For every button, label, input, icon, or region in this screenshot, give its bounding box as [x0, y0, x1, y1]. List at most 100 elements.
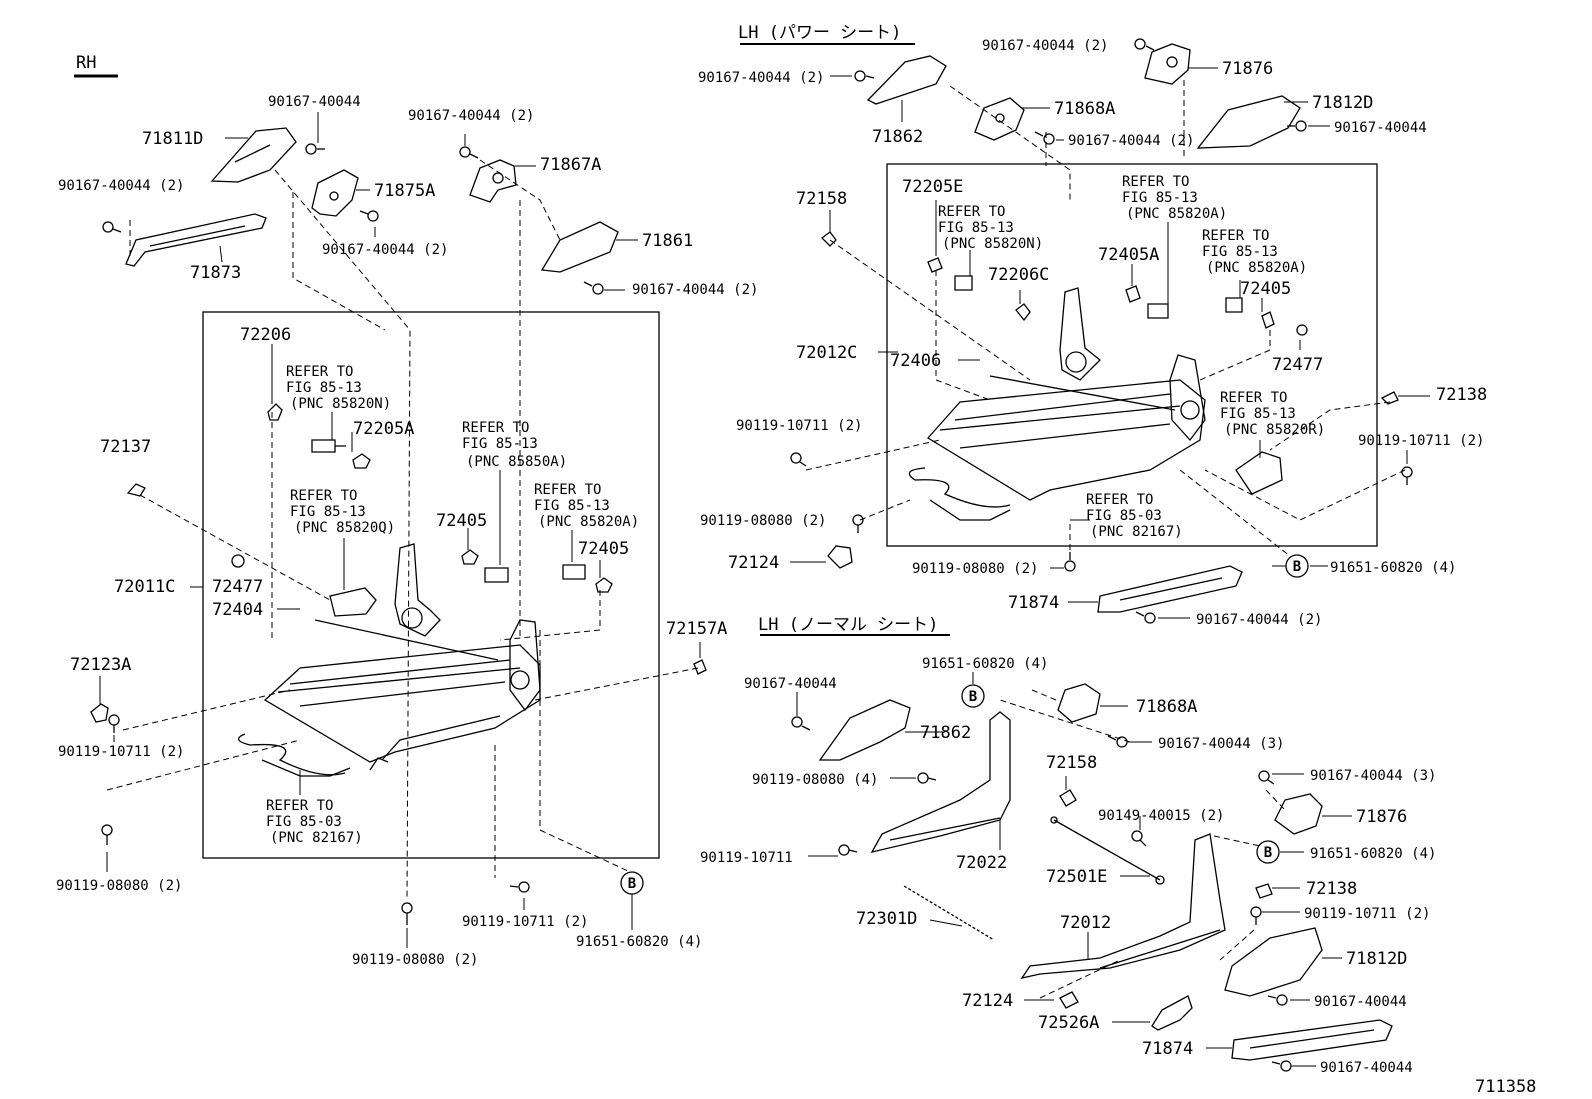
part-label: 72406	[890, 351, 941, 371]
part-label: 72012C	[796, 343, 857, 363]
bolt-label: 90119-10711 (2)	[1304, 906, 1430, 922]
refer-label: FIG 85-13	[290, 504, 366, 520]
bolt-label: 90119-10711	[700, 850, 793, 866]
refer-label: (PNC 85820Q)	[294, 520, 395, 536]
svg-text:B: B	[1293, 559, 1301, 575]
part-label: 72206	[240, 325, 291, 345]
lhp-part-72124	[827, 545, 853, 569]
svg-text:B: B	[969, 689, 977, 705]
refer-label: (PNC 85820A)	[1126, 206, 1227, 222]
lhn-clips	[1059, 789, 1273, 1009]
bolt-label: 90167-40044	[268, 94, 361, 110]
part-label: 71873	[190, 263, 241, 283]
part-label: 72022	[956, 853, 1007, 873]
lhn-part-71874	[1231, 1019, 1393, 1061]
refer-label: FIG 85-13	[462, 436, 538, 452]
lhn-part-72301D	[903, 885, 995, 941]
bolt-label: 90167-40044	[744, 676, 837, 692]
refer-label: FIG 85-13	[1220, 406, 1296, 422]
bolt-label: 90167-40044	[1320, 1060, 1413, 1076]
lhn-part-71812D	[1224, 927, 1323, 997]
refer-label: FIG 85-13	[534, 498, 610, 514]
refer-label: FIG 85-03	[266, 814, 342, 830]
refer-label: REFER TO	[1202, 228, 1269, 244]
refer-label: (PNC 85820N)	[942, 236, 1043, 252]
rh-part-71811D	[210, 127, 297, 183]
dashed-leaders	[106, 80, 1406, 999]
part-label: 72501E	[1046, 867, 1107, 887]
part-label: 72205A	[353, 419, 414, 439]
lh-power-title: LH (パワー シート)	[738, 23, 901, 43]
lhp-part-71868A	[974, 97, 1025, 141]
lhp-seat-track	[908, 287, 1283, 521]
rh-frame	[202, 311, 660, 859]
bolt-label: 90167-40044 (2)	[322, 242, 448, 258]
lhn-part-71862	[818, 699, 911, 761]
refer-label: REFER TO	[290, 488, 357, 504]
lhn-labels: 91651-60820 (4) 90167-40044 71862 71868A…	[700, 656, 1436, 1076]
part-label: 71812D	[1312, 93, 1373, 113]
refer-label: (PNC 82167)	[1090, 524, 1183, 540]
refer-label: FIG 85-13	[286, 380, 362, 396]
part-label: 72011C	[114, 577, 175, 597]
refer-label: (PNC 85850A)	[466, 454, 567, 470]
part-label: 71867A	[540, 155, 601, 175]
b-markers: B B B B	[628, 559, 1301, 892]
refer-label: REFER TO	[266, 798, 333, 814]
bolt-label: 90167-40044 (2)	[408, 108, 534, 124]
bolt-label: 90119-08080 (2)	[700, 513, 826, 529]
part-label: 71876	[1356, 807, 1407, 827]
part-label: 72137	[100, 437, 151, 457]
part-label: 72526A	[1038, 1013, 1099, 1033]
lhp-part-71812D	[1196, 95, 1301, 149]
refer-label: (PNC 85820A)	[538, 514, 639, 530]
lh-normal-title: LH (ノーマル シート)	[758, 615, 938, 635]
part-label: 72158	[796, 189, 847, 209]
lhp-part-71862	[866, 55, 947, 105]
part-label: 72405	[578, 539, 629, 559]
refer-label: REFER TO	[534, 482, 601, 498]
part-label: 72138	[1436, 385, 1487, 405]
bolt-label: 90167-40044 (2)	[982, 38, 1108, 54]
lhp-part-71876	[1144, 43, 1191, 85]
refer-label: REFER TO	[1086, 492, 1153, 508]
part-label: 72404	[212, 600, 263, 620]
part-label: 72124	[962, 991, 1013, 1011]
rh-seat-track	[238, 543, 541, 777]
part-label: 72405	[1240, 279, 1291, 299]
bolt-label: 91651-60820 (4)	[1330, 560, 1456, 576]
lhn-part-72012	[1020, 833, 1226, 979]
lhp-clips	[821, 231, 1399, 405]
lhp-labels: 90167-40044 (2) 90167-40044 (2) 71876 71…	[698, 38, 1487, 628]
bolt-label: 90167-40044	[1334, 120, 1427, 136]
part-label: 71876	[1222, 59, 1273, 79]
bolt-label: 90119-08080 (2)	[912, 561, 1038, 577]
bolt-label: 90149-40015 (2)	[1098, 808, 1224, 824]
svg-text:B: B	[1264, 845, 1272, 861]
bolt-label: 90119-08080 (4)	[752, 772, 878, 788]
lhn-bolts	[791, 684, 1292, 1072]
part-label: 72477	[1272, 355, 1323, 375]
part-label: 71862	[872, 127, 923, 147]
part-label: 72138	[1306, 879, 1357, 899]
refer-label: (PNC 85820R)	[1224, 422, 1325, 438]
solid-leaders	[99, 67, 1430, 1067]
bolt-label: 90167-40044 (2)	[632, 282, 758, 298]
svg-text:B: B	[628, 876, 636, 892]
lhn-part-71876	[1274, 793, 1323, 835]
bolt-label: 90167-40044	[1314, 994, 1407, 1010]
refer-label: (PNC 82167)	[270, 830, 363, 846]
part-label: 71811D	[142, 129, 203, 149]
part-label: 71868A	[1054, 99, 1115, 119]
part-label: 71861	[642, 231, 693, 251]
part-label: 72405A	[1098, 245, 1159, 265]
bolt-label: 90119-08080 (2)	[352, 952, 478, 968]
part-label: 71874	[1142, 1039, 1193, 1059]
refer-label: REFER TO	[286, 364, 353, 380]
part-label: 72012	[1060, 913, 1111, 933]
part-label: 71875A	[374, 181, 435, 201]
bolt-label: 90119-08080 (2)	[56, 878, 182, 894]
bolt-label: 90167-40044 (2)	[1068, 133, 1194, 149]
refer-label: FIG 85-13	[938, 220, 1014, 236]
